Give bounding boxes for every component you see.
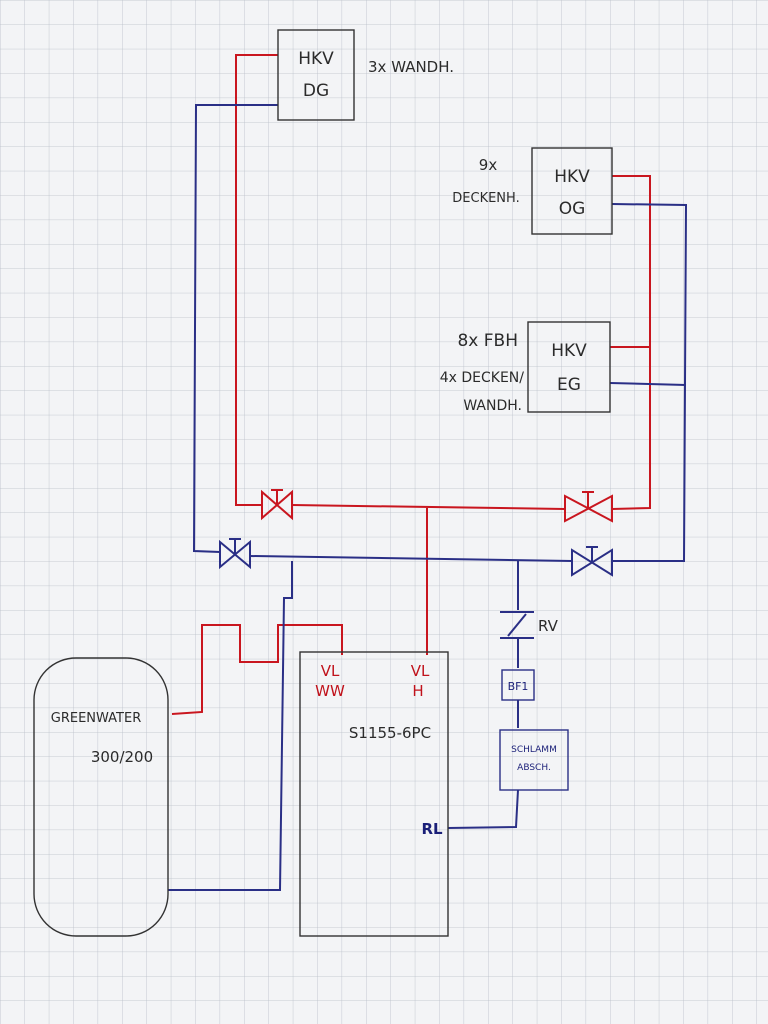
hkv-dg-label-1: HKV	[298, 49, 334, 69]
flow-riser-right	[611, 175, 651, 510]
hkv-eg-box[interactable]	[527, 321, 611, 413]
hkv-og-note-2: DECKENH.	[452, 191, 519, 206]
heat-pump-vl-h-1: VL	[411, 662, 430, 680]
hkv-eg-note-3: WANDH.	[463, 398, 522, 414]
hkv-dg-label-2: DG	[303, 81, 329, 101]
return-manifold	[249, 555, 573, 562]
storage-tank-name: GREENWATER	[51, 711, 141, 726]
return-pipe-rl	[447, 789, 519, 829]
storage-tank-size: 300/200	[91, 748, 153, 766]
hkv-eg-note-1: 8x FBH	[457, 331, 518, 351]
valve-flow-left[interactable]	[261, 489, 293, 521]
sludge-separator-label-2: ABSCH.	[517, 763, 551, 773]
hkv-eg-label-1: HKV	[551, 341, 587, 361]
check-valve[interactable]	[500, 611, 534, 640]
return-pipes	[168, 104, 688, 891]
check-valve-label: RV	[538, 617, 559, 635]
hkv-og-label-2: OG	[559, 199, 586, 219]
heat-pump-box[interactable]	[299, 651, 449, 937]
hkv-og-note-1: 9x	[479, 156, 498, 174]
sludge-separator-box[interactable]	[499, 729, 569, 791]
flow-pipe-vl-ww	[171, 624, 343, 715]
heat-pump-vl-ww-1: VL	[321, 662, 340, 680]
return-manifold-right	[611, 203, 688, 562]
hkv-eg-note-2: 4x DECKEN/	[440, 370, 525, 386]
flow-pipe-dg	[235, 54, 278, 506]
hkv-eg-label-2: EG	[557, 375, 581, 395]
heat-pump-rl: RL	[421, 820, 443, 838]
heat-pump-vl-h-2: H	[412, 682, 423, 700]
sludge-separator-label-1: SCHLAMM	[511, 745, 557, 755]
filter-box[interactable]	[501, 669, 535, 701]
storage-tank[interactable]	[33, 657, 169, 937]
hkv-og-label-1: HKV	[554, 167, 590, 187]
return-pipe-storage	[168, 561, 293, 891]
valve-return-left[interactable]	[219, 538, 251, 570]
heat-pump-name: S1155-6PC	[349, 724, 431, 742]
return-pipe-dg	[192, 104, 278, 553]
hkv-dg-note: 3x WANDH.	[368, 58, 454, 76]
filter-label: BF1	[508, 680, 529, 693]
hkv-og-box[interactable]	[531, 147, 613, 235]
valve-flow-right[interactable]	[564, 491, 613, 523]
flow-pipes	[171, 54, 651, 715]
heat-pump-vl-ww-2: WW	[315, 682, 345, 700]
hkv-dg-box[interactable]	[277, 29, 355, 121]
valve-return-right[interactable]	[571, 546, 613, 577]
return-pipe-eg	[609, 382, 687, 386]
flow-manifold	[291, 504, 566, 510]
